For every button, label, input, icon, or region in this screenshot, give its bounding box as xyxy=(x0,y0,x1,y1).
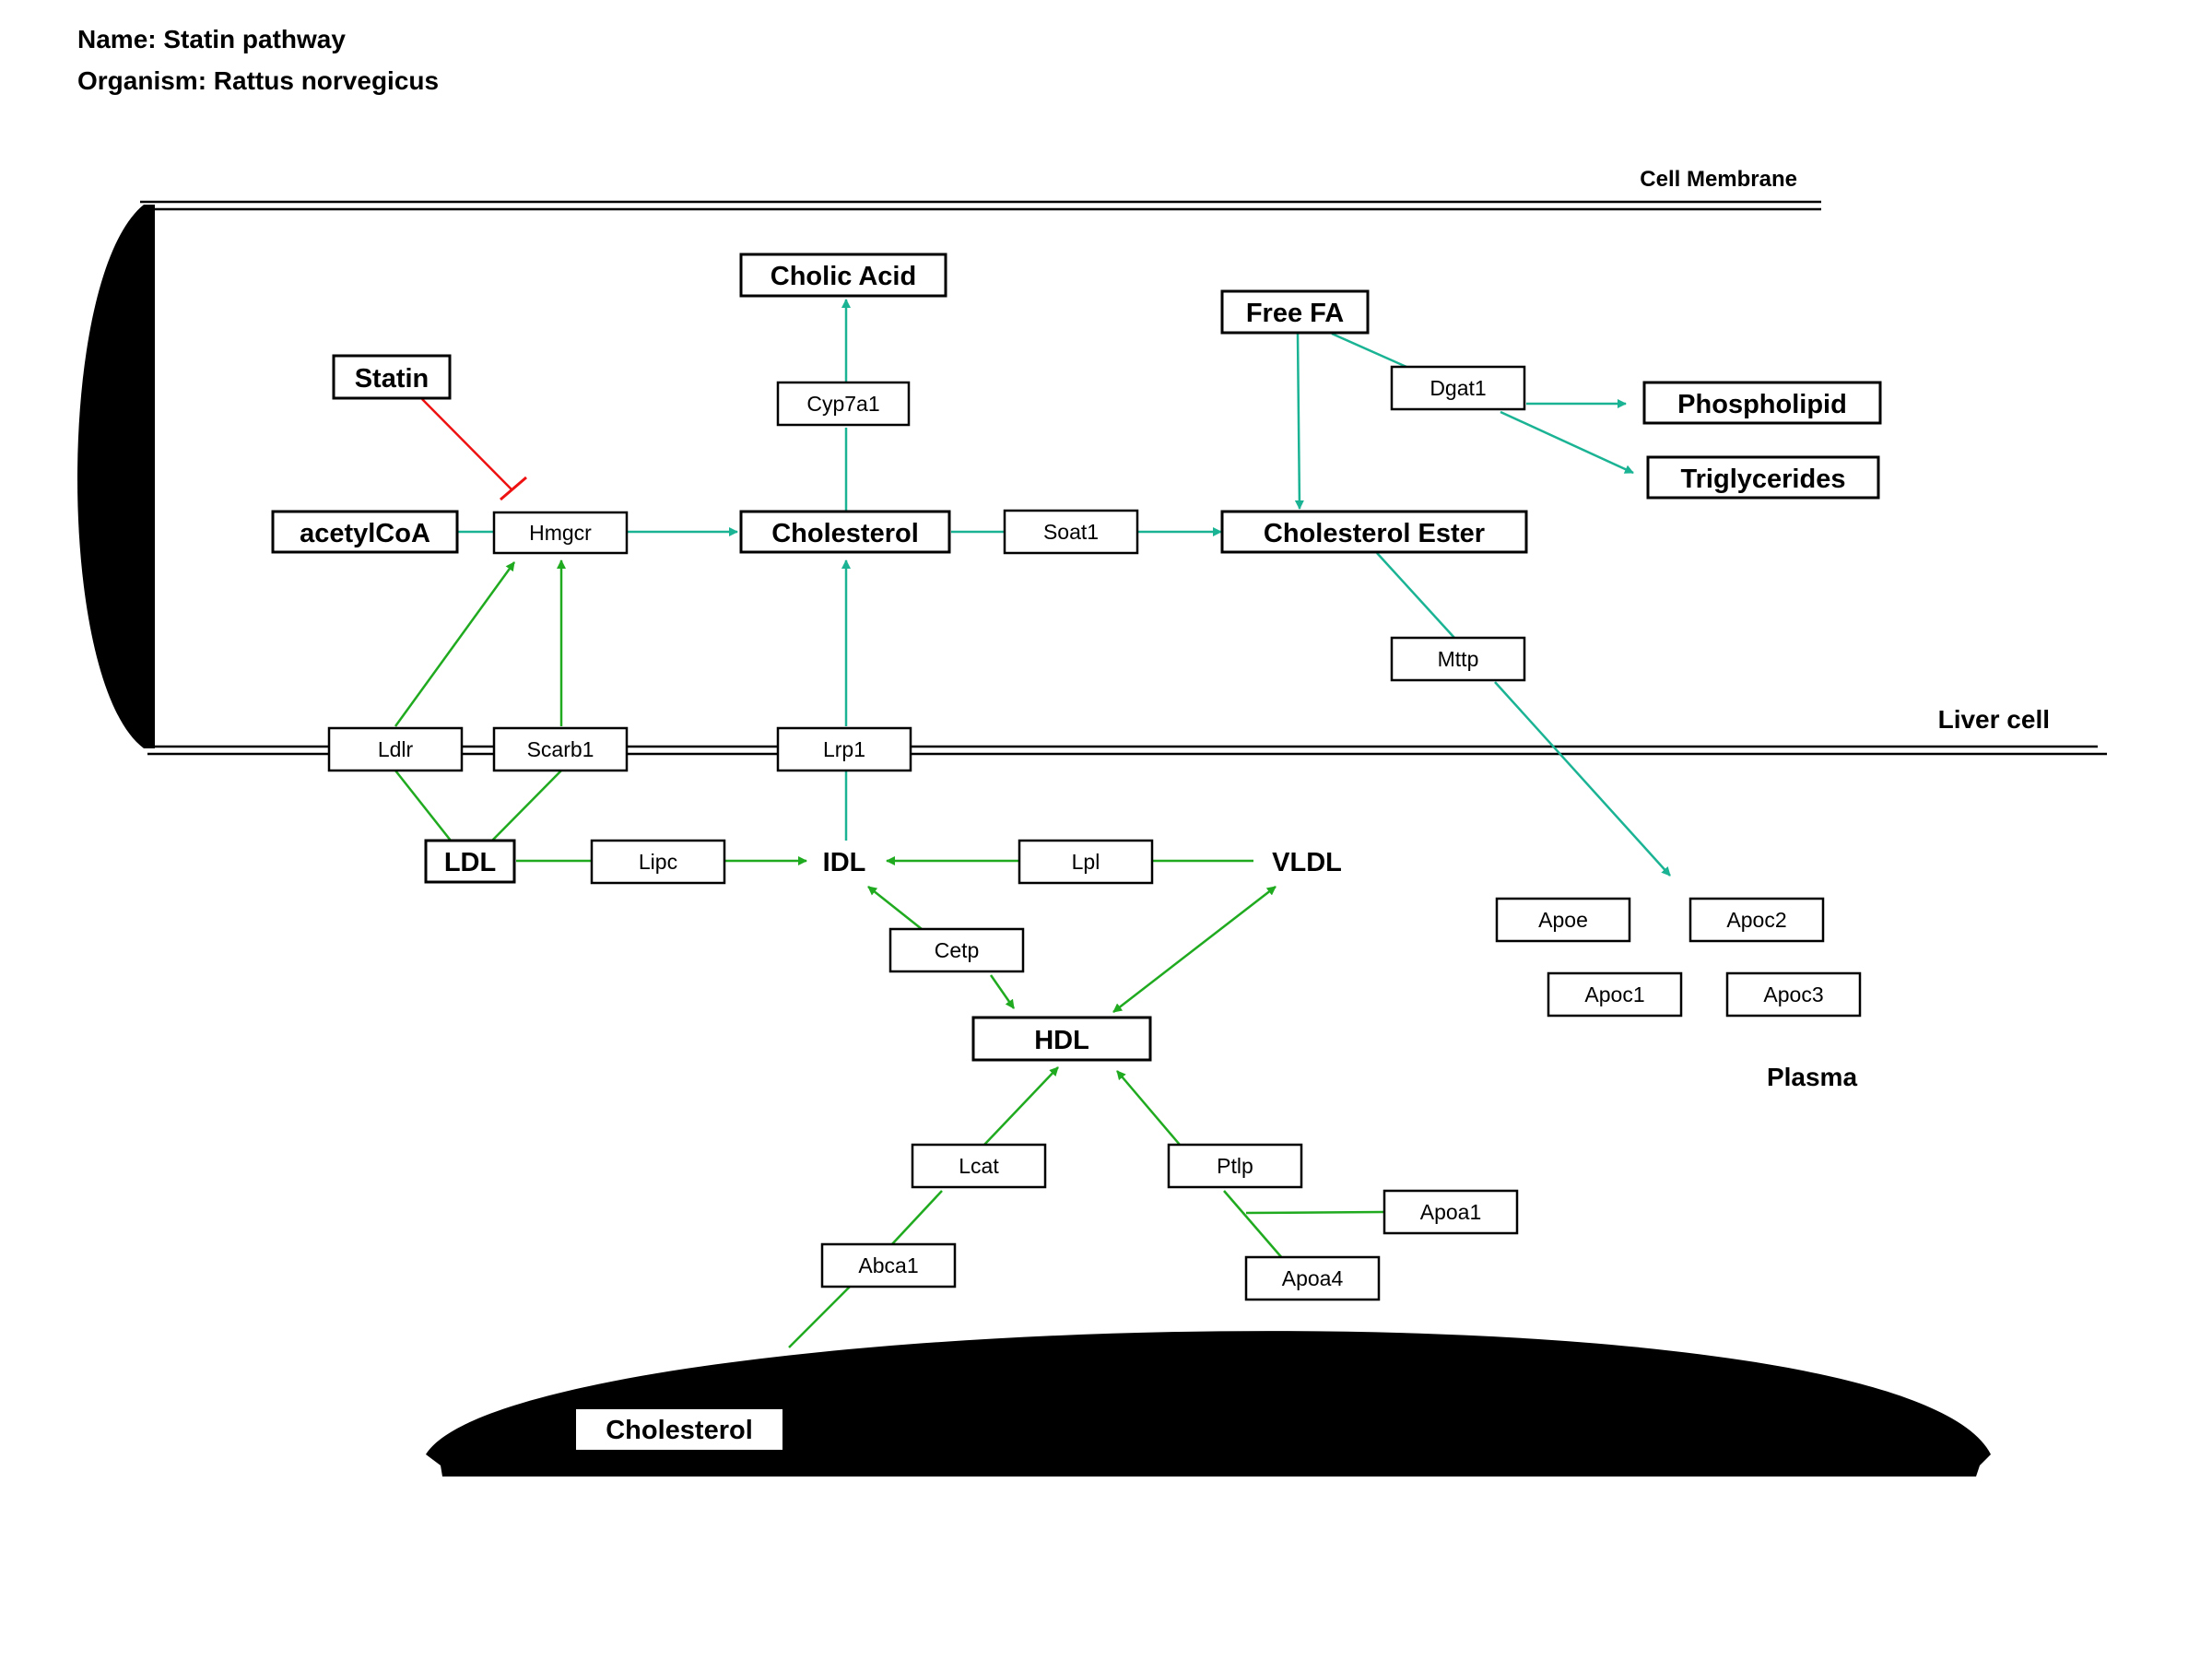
metabolite-free-fa[interactable]: Free FA xyxy=(1220,289,1370,335)
liver-cell-label: Liver cell xyxy=(1938,705,2050,734)
gene-ptlp[interactable]: Ptlp xyxy=(1167,1143,1303,1189)
gene-hmgcr[interactable]: Hmgcr xyxy=(492,511,629,555)
edge-cholesterol-abca1 xyxy=(788,1286,851,1348)
gene-apoa1[interactable]: Apoa1 xyxy=(1382,1189,1519,1235)
gene-apoc1[interactable]: Apoc1 xyxy=(1547,971,1683,1018)
plasma-cholesterol-pool xyxy=(426,1331,1991,1477)
gene-apoe[interactable]: Apoe xyxy=(1495,897,1631,943)
gene-dgat1-label: Dgat1 xyxy=(1430,376,1486,400)
edge-ptlp-hdl xyxy=(1116,1070,1181,1146)
metabolite-acetylcoa[interactable]: acetylCoA xyxy=(271,510,459,554)
gene-soat1[interactable]: Soat1 xyxy=(1003,509,1139,555)
gene-lpl[interactable]: Lpl xyxy=(1018,839,1154,885)
metabolite-cholic-acid[interactable]: Cholic Acid xyxy=(739,253,947,298)
gene-lcat-label: Lcat xyxy=(959,1154,999,1178)
gene-apoc1-label: Apoc1 xyxy=(1584,982,1644,1006)
edge-cholesterol-ester-mttp xyxy=(1376,552,1455,639)
pathway-name: Name: Statin pathway xyxy=(77,25,346,53)
gene-mttp-label: Mttp xyxy=(1438,647,1479,671)
edge-ptlp-apoa4 xyxy=(1223,1190,1284,1260)
metabolite-ldl[interactable]: LDL xyxy=(424,839,516,884)
gene-apoc2[interactable]: Apoc2 xyxy=(1688,897,1825,943)
gene-cyp7a1[interactable]: Cyp7a1 xyxy=(776,381,911,427)
gene-apoc3[interactable]: Apoc3 xyxy=(1725,971,1862,1018)
edge-freefa-dgat1 xyxy=(1331,332,1407,369)
metabolite-statin-label: Statin xyxy=(355,364,429,394)
edge-lcat-hdl xyxy=(983,1066,1059,1146)
gene-lipc[interactable]: Lipc xyxy=(590,839,726,885)
gene-ptlp-label: Ptlp xyxy=(1217,1154,1253,1178)
plasma-label: Plasma xyxy=(1767,1063,1857,1091)
metabolite-cholic-acid-label: Cholic Acid xyxy=(771,262,916,291)
metabolite-cholesterol[interactable]: Cholesterol xyxy=(739,510,951,554)
metabolite-phospholipid-label: Phospholipid xyxy=(1677,390,1847,419)
gene-lcat[interactable]: Lcat xyxy=(911,1143,1047,1189)
metabolite-vldl[interactable]: VLDL xyxy=(1272,848,1342,877)
gene-scarb1[interactable]: Scarb1 xyxy=(492,726,629,772)
inhibition-bar xyxy=(500,476,527,501)
edge-mttp-plasma xyxy=(1494,681,1671,877)
edge-ptlp-apoa1 xyxy=(1245,1210,1385,1215)
edge-ldlr-hmgcr xyxy=(394,561,516,727)
edge-ldl-scarb1 xyxy=(491,770,562,841)
gene-apoc2-label: Apoc2 xyxy=(1726,908,1786,932)
gene-cetp[interactable]: Cetp xyxy=(888,927,1025,973)
edge-dgat1-triglycerides xyxy=(1500,410,1634,475)
metabolite-cholesterol-ester[interactable]: Cholesterol Ester xyxy=(1220,510,1528,554)
gene-apoa4[interactable]: Apoa4 xyxy=(1244,1255,1381,1301)
gene-apoa4-label: Apoa4 xyxy=(1282,1266,1344,1290)
metabolite-hdl[interactable]: HDL xyxy=(971,1016,1152,1062)
gene-apoa1-label: Apoa1 xyxy=(1420,1200,1482,1224)
gene-apoe-label: Apoe xyxy=(1538,908,1588,932)
gene-ldlr[interactable]: Ldlr xyxy=(327,726,464,772)
metabolite-triglycerides[interactable]: Triglycerides xyxy=(1646,455,1880,500)
metabolite-ldl-label: LDL xyxy=(444,848,496,877)
metabolite-hdl-label: HDL xyxy=(1034,1026,1089,1055)
edge-cetp-hdl xyxy=(989,974,1016,1009)
edge-freefa-cholesterol-ester xyxy=(1294,333,1304,510)
metabolite-cholesterol-plasma-label: Cholesterol xyxy=(606,1416,753,1445)
metabolite-cholesterol-ester-label: Cholesterol Ester xyxy=(1264,519,1485,548)
edge-ldl-ldlr xyxy=(394,770,452,841)
gene-ldlr-label: Ldlr xyxy=(378,737,414,761)
edge-abca1-lcat xyxy=(889,1190,943,1247)
metabolite-idl[interactable]: IDL xyxy=(823,848,866,877)
cell-membrane-label: Cell Membrane xyxy=(1640,167,1797,192)
metabolite-triglycerides-label: Triglycerides xyxy=(1681,465,1846,494)
liver-cell-left-edge xyxy=(77,205,155,748)
gene-lipc-label: Lipc xyxy=(639,850,677,874)
edge-cetp-idl xyxy=(867,886,923,930)
gene-cyp7a1-label: Cyp7a1 xyxy=(806,392,879,416)
gene-apoc3-label: Apoc3 xyxy=(1763,982,1823,1006)
metabolite-cholesterol-label: Cholesterol xyxy=(771,519,919,548)
metabolite-cholesterol-plasma[interactable]: Cholesterol xyxy=(576,1409,782,1450)
gene-hmgcr-label: Hmgcr xyxy=(529,521,592,545)
edge-vldl-hdl xyxy=(1112,886,1277,1013)
gene-lpl-label: Lpl xyxy=(1072,850,1100,874)
edge-statin-inhibits-hmgcr xyxy=(421,398,512,490)
metabolite-vldl-label: VLDL xyxy=(1272,848,1342,877)
gene-scarb1-label: Scarb1 xyxy=(527,737,594,761)
gene-lrp1[interactable]: Lrp1 xyxy=(776,726,912,772)
gene-lrp1-label: Lrp1 xyxy=(823,737,865,761)
pathway-organism: Organism: Rattus norvegicus xyxy=(77,66,439,95)
gene-mttp[interactable]: Mttp xyxy=(1390,636,1526,682)
gene-soat1-label: Soat1 xyxy=(1043,520,1099,544)
gene-abca1[interactable]: Abca1 xyxy=(820,1242,957,1288)
gene-abca1-label: Abca1 xyxy=(858,1253,918,1277)
gene-cetp-label: Cetp xyxy=(935,938,980,962)
metabolite-phospholipid[interactable]: Phospholipid xyxy=(1642,381,1882,425)
metabolite-statin[interactable]: Statin xyxy=(332,354,452,400)
metabolite-acetylcoa-label: acetylCoA xyxy=(300,519,430,548)
metabolite-idl-label: IDL xyxy=(823,848,866,877)
gene-dgat1[interactable]: Dgat1 xyxy=(1390,365,1526,411)
metabolite-free-fa-label: Free FA xyxy=(1246,299,1344,328)
